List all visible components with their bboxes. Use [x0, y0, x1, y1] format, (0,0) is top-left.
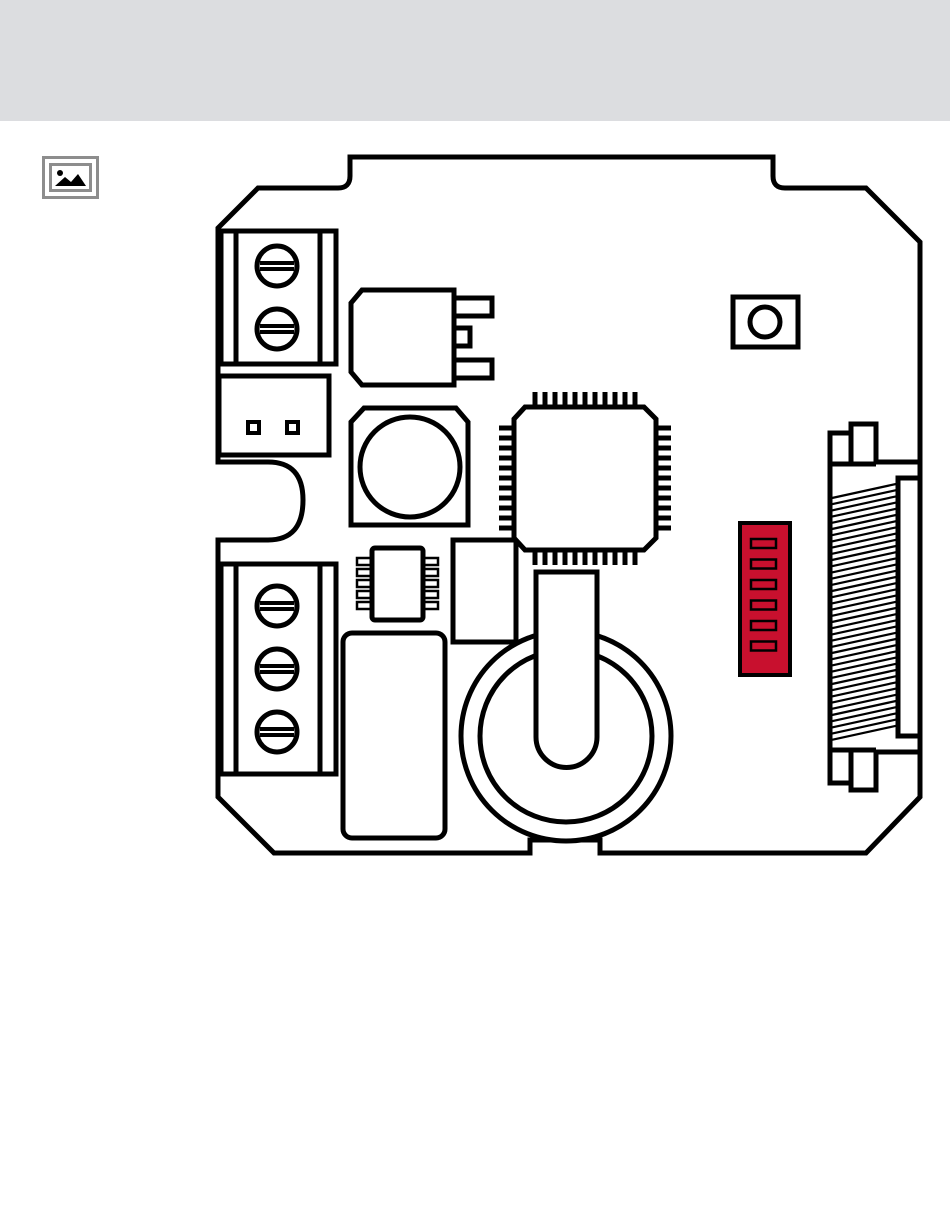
header-pin: [751, 580, 776, 589]
screw: [257, 712, 297, 752]
voltage-regulator: [351, 290, 492, 385]
two-pin-connector: [219, 376, 329, 455]
screw: [257, 309, 297, 349]
header-pin: [751, 601, 776, 610]
push-button: [733, 297, 798, 347]
inductor: [351, 408, 468, 525]
header-pin: [751, 621, 776, 630]
header-pin: [751, 642, 776, 651]
header-pin: [751, 539, 776, 548]
square-component: [453, 540, 516, 642]
screw: [257, 586, 297, 626]
capacitor: [343, 633, 445, 838]
microcontroller: [499, 392, 671, 565]
screw: [257, 649, 297, 689]
screw: [257, 246, 297, 286]
header-pin: [751, 560, 776, 569]
small-ic: [357, 548, 438, 620]
highlighted-pin-header: [740, 523, 790, 675]
